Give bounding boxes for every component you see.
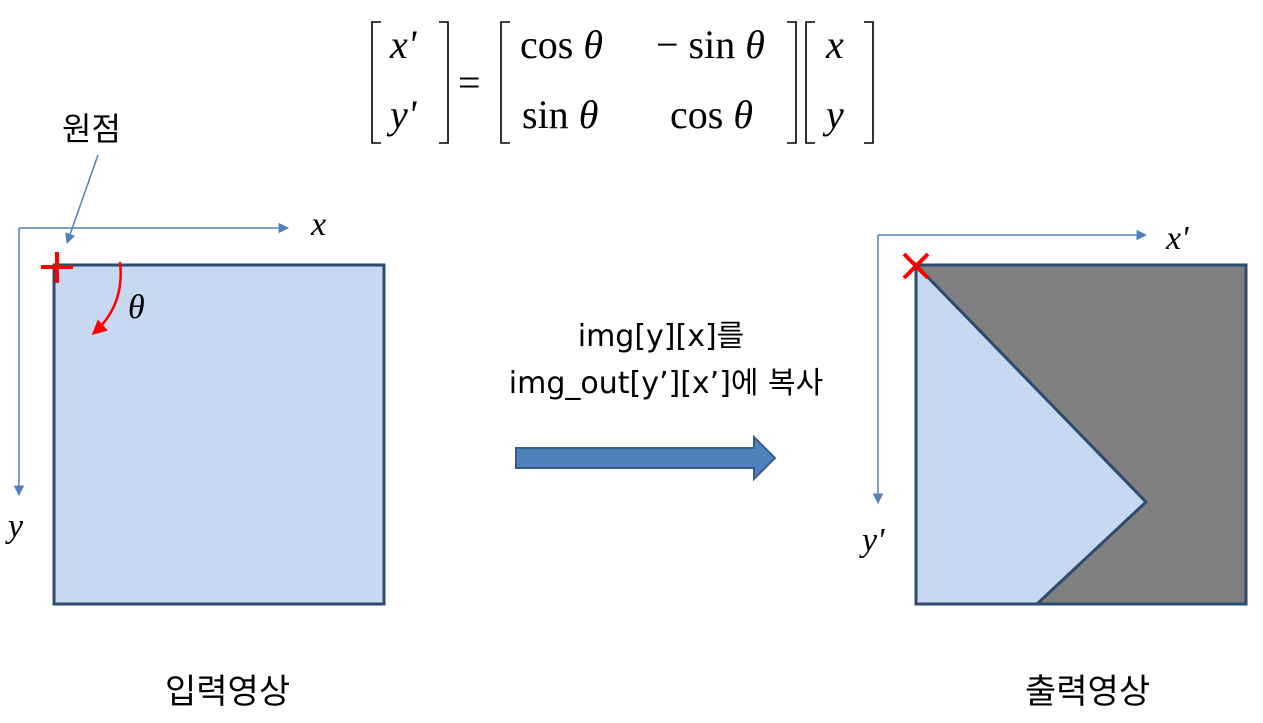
output-image-group: x' y' 출력영상 <box>859 220 1248 712</box>
lhs-bracket-right <box>439 21 449 144</box>
rotation-angle-label: θ <box>128 289 145 326</box>
input-x-axis-label: x <box>310 206 326 243</box>
rotated-image-region <box>914 261 1149 606</box>
matrix-bracket-left <box>500 21 510 144</box>
input-image-group: 원점 x y θ 입력영상 <box>5 110 386 712</box>
rhs-bracket-left <box>805 21 815 144</box>
matrix-cell-r1c1: cos θ <box>520 22 603 67</box>
matrix-cell-r1c2: − sin θ <box>656 22 765 67</box>
matrix-cell-r2c2: cos θ <box>670 92 753 137</box>
rotation-angle-arrow <box>91 261 122 336</box>
input-y-axis-label: y <box>5 508 24 545</box>
operation-line-2: img_out[y’][x’]에 복사 <box>509 366 823 401</box>
lhs-x-prime: x' <box>389 22 418 67</box>
rhs-y: y <box>822 92 844 137</box>
output-y-axis-label: y' <box>859 522 885 559</box>
block-arrow <box>515 434 777 482</box>
rhs-bracket-right <box>864 21 874 144</box>
origin-x-marker <box>902 252 930 280</box>
rotation-equation: x' y' = cos θ − sin θ sin θ cos θ x y <box>371 21 874 144</box>
output-x-axis-label: x' <box>1165 220 1189 257</box>
lhs-bracket-left <box>371 21 381 144</box>
lhs-y-prime: y' <box>386 92 418 137</box>
input-caption: 입력영상 <box>165 672 290 712</box>
matrix-cell-r2c1: sin θ <box>522 92 598 137</box>
equals-sign: = <box>458 60 481 105</box>
origin-pointer-arrow <box>65 154 99 244</box>
output-caption: 출력영상 <box>1025 672 1150 712</box>
matrix-bracket-right <box>787 21 797 144</box>
rhs-x: x <box>825 22 844 67</box>
operation-line-1: img[y][x]를 <box>578 319 745 354</box>
origin-plus-marker <box>41 252 73 283</box>
input-image <box>52 263 386 606</box>
origin-label: 원점 <box>62 110 121 148</box>
operation-group: img[y][x]를 img_out[y’][x’]에 복사 <box>509 319 823 482</box>
